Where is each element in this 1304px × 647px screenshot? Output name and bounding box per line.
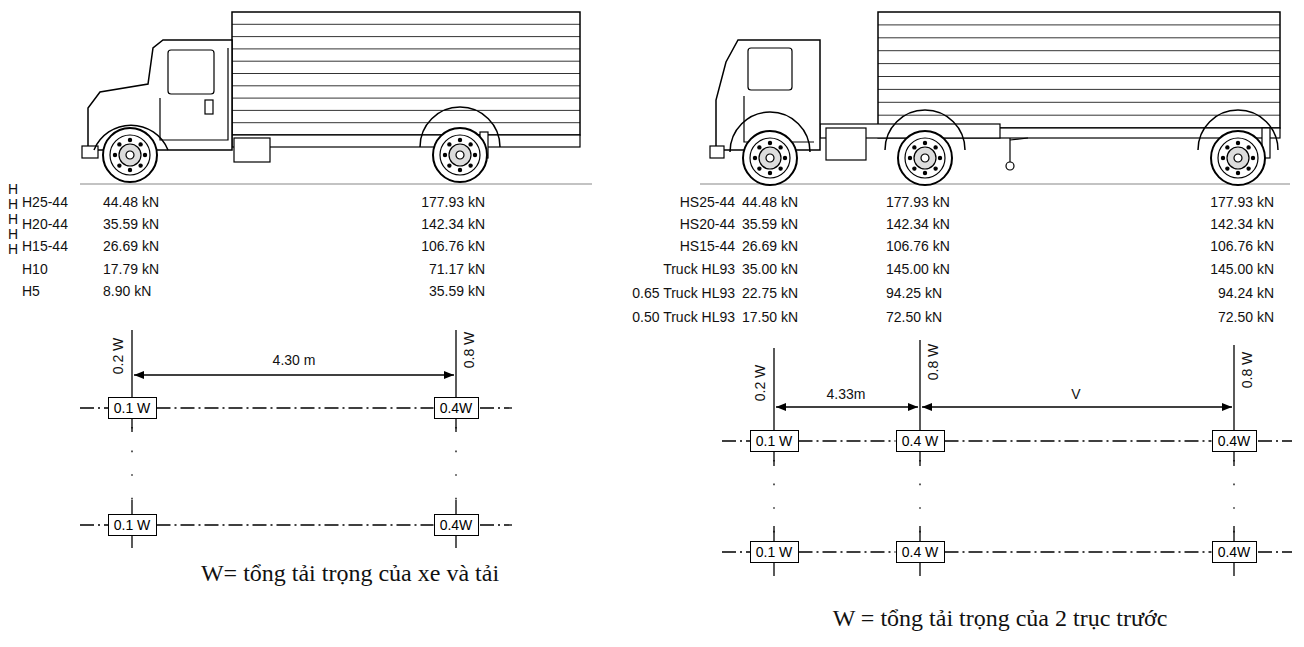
load-label: V (1071, 387, 1080, 402)
load-label: H25-44 (22, 195, 68, 210)
load-label: 35.59 kN (429, 284, 485, 299)
load-label: 94.24 kN (1218, 286, 1274, 301)
load-label: 0.50 Truck HL93 (632, 310, 735, 325)
load-label: 106.76 kN (421, 239, 485, 254)
load-label: 17.79 kN (103, 262, 159, 277)
load-label: 17.50 kN (742, 310, 798, 325)
load-label: 0.65 Truck HL93 (632, 286, 735, 301)
wheel (433, 128, 487, 182)
load-label: 94.25 kN (886, 286, 942, 301)
load-label: H (8, 182, 18, 197)
load-label: H5 (22, 284, 40, 299)
load-fraction: 0.1 W (756, 545, 793, 559)
load-fraction: 0.4 W (902, 545, 939, 559)
load-label: 145.00 kN (1210, 262, 1274, 277)
load-label: 71.17 kN (429, 262, 485, 277)
axle-load-box: 0.1 W (750, 541, 799, 563)
load-label: H (8, 212, 18, 227)
load-label: 142.34 kN (1210, 217, 1274, 232)
load-label: 44.48 kN (103, 195, 159, 210)
load-fraction: 0.1 W (114, 518, 151, 532)
load-label: 0.8 W (926, 344, 941, 381)
wheel (743, 131, 797, 185)
axle-load-box: 0.4 W (896, 430, 945, 452)
axle-line (945, 440, 1212, 441)
wheel (898, 131, 952, 185)
load-label: 177.93 kN (886, 195, 950, 210)
load-label: H10 (22, 262, 48, 277)
load-label: HS15-44 (680, 239, 735, 254)
load-fraction: 0.4 W (902, 434, 939, 448)
load-label: H (8, 227, 18, 242)
load-label: HS25-44 (680, 195, 735, 210)
load-label: 0.2 W (111, 338, 126, 375)
axle-line (799, 440, 896, 441)
load-fraction: 0.4W (440, 401, 473, 415)
load-label: HS20-44 (680, 217, 735, 232)
axle-load-box: 0.4W (1212, 541, 1257, 563)
load-label: 72.50 kN (1218, 310, 1274, 325)
caption-note: W= tổng tải trọng của xe và tải (201, 560, 499, 586)
load-label: 4.30 m (273, 353, 316, 368)
load-fraction: 0.4W (1218, 545, 1251, 559)
wheel-line (773, 460, 774, 533)
load-label: 0.2 W (753, 365, 768, 402)
load-label: 26.69 kN (103, 239, 159, 254)
load-label: 4.33m (827, 387, 866, 402)
load-label: 106.76 kN (886, 239, 950, 254)
load-fraction: 0.4W (440, 518, 473, 532)
load-label: H20-44 (22, 217, 68, 232)
caption-note: W = tổng tải trọng của 2 trục trước (833, 605, 1168, 631)
load-label: 145.00 kN (886, 262, 950, 277)
axle-load-box: 0.4W (434, 514, 479, 536)
load-label: 142.34 kN (421, 217, 485, 232)
wheel-line (919, 460, 920, 533)
load-fraction: 0.1 W (114, 401, 151, 415)
load-label: 35.59 kN (103, 217, 159, 232)
load-label: H (8, 242, 18, 257)
axle-load-box: 0.4 W (896, 541, 945, 563)
load-fraction: 0.4W (1218, 434, 1251, 448)
load-label: 177.93 kN (421, 195, 485, 210)
axle-load-box: 0.4W (1212, 430, 1257, 452)
load-label: 35.00 kN (742, 262, 798, 277)
axle-load-box: 0.1 W (108, 514, 157, 536)
wheel-line (131, 427, 132, 506)
wheel (1211, 131, 1265, 185)
axle-load-box: 0.4W (434, 397, 479, 419)
axle-load-box: 0.1 W (750, 430, 799, 452)
load-label: 0.8 W (1240, 352, 1255, 389)
load-label: Truck HL93 (663, 262, 735, 277)
load-label: 22.75 kN (742, 286, 798, 301)
load-label: 106.76 kN (1210, 239, 1274, 254)
axle-line (799, 551, 896, 552)
load-fraction: 0.1 W (756, 434, 793, 448)
axle-load-box: 0.1 W (108, 397, 157, 419)
axle-line (157, 407, 434, 408)
load-label: 44.48 kN (742, 195, 798, 210)
load-label: 8.90 kN (103, 284, 151, 299)
load-label: 72.50 kN (886, 310, 942, 325)
wheel-line (1233, 460, 1234, 533)
load-label: 177.93 kN (1210, 195, 1274, 210)
wheel-line (455, 427, 456, 506)
load-label: 0.8 W (462, 332, 477, 369)
axle-line (945, 551, 1212, 552)
load-label: 142.34 kN (886, 217, 950, 232)
wheel (103, 128, 157, 182)
load-label: H15-44 (22, 239, 68, 254)
load-label: 26.69 kN (742, 239, 798, 254)
axle-line (157, 524, 434, 525)
load-label: H (8, 197, 18, 212)
load-label: 35.59 kN (742, 217, 798, 232)
